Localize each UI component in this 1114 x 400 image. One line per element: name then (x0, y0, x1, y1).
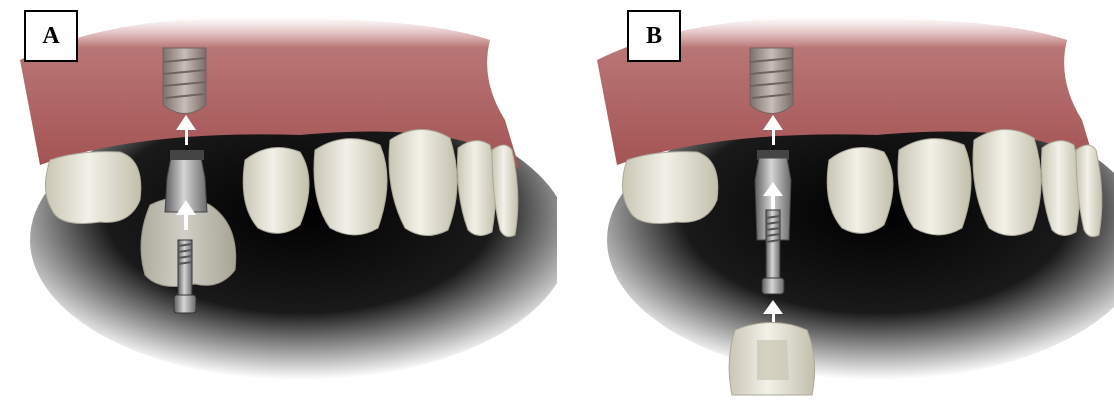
abutment-screw (766, 210, 780, 280)
panel-b: B (557, 0, 1114, 400)
premolar-tooth-2 (898, 139, 971, 235)
molar-tooth (622, 152, 717, 224)
panel-label-a: A (24, 10, 78, 62)
panel-a: A (0, 0, 557, 400)
premolar-tooth-1 (827, 148, 893, 234)
abutment-collar (170, 150, 204, 160)
panel-label-b: B (627, 10, 681, 62)
screw-head (174, 295, 196, 313)
premolar-tooth-2 (314, 139, 387, 235)
illustration-a (0, 0, 557, 400)
screw-head (762, 278, 784, 294)
crown-cavity (757, 340, 789, 380)
molar-tooth (45, 152, 140, 224)
abutment-screw (178, 240, 192, 295)
premolar-tooth-1 (243, 148, 309, 234)
